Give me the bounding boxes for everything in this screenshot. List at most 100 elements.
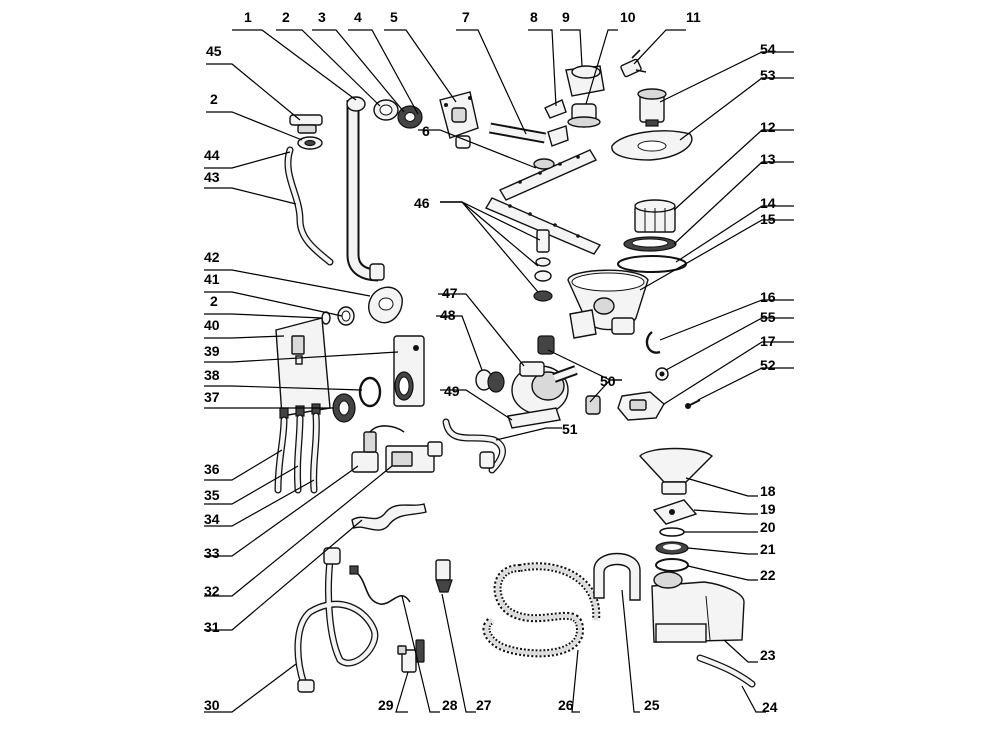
part-valve-33	[351, 425, 405, 473]
label-51: 51	[562, 421, 578, 437]
part-valve-9	[565, 65, 605, 97]
label-50: 50	[600, 373, 616, 389]
label-10: 10	[620, 9, 636, 25]
label-11: 11	[686, 9, 701, 25]
part-bushing-48	[475, 369, 505, 393]
label-7: 7	[462, 9, 470, 25]
label-23: 23	[760, 647, 776, 663]
label-24: 24	[762, 699, 778, 715]
label-49: 49	[444, 383, 460, 399]
label-47: 47	[442, 285, 458, 301]
label-16: 16	[760, 289, 776, 305]
label-40: 40	[204, 317, 220, 333]
label-55: 55	[760, 309, 776, 325]
part-heater-17	[617, 391, 665, 421]
part-cap-42	[368, 286, 403, 324]
label-6: 6	[422, 123, 430, 139]
label-46: 46	[414, 195, 430, 211]
part-wire-28	[349, 565, 411, 605]
label-15: 15	[760, 211, 776, 227]
label-34: 34	[204, 511, 220, 527]
label-20: 20	[760, 519, 776, 535]
part-valve-29	[397, 639, 425, 673]
part-ring-55	[655, 367, 669, 381]
part-chamber-39	[393, 335, 425, 407]
label-39: 39	[204, 343, 220, 359]
part-drain-hose-30	[294, 547, 379, 693]
part-ring-41	[337, 306, 355, 326]
label-44: 44	[204, 147, 220, 163]
label-54: 54	[760, 41, 776, 57]
label-37: 37	[204, 389, 220, 405]
label-21: 21	[760, 541, 776, 557]
part-ring-38	[358, 376, 382, 408]
label-22: 22	[760, 567, 776, 583]
part-ring-13	[623, 236, 677, 252]
part-clip-8	[544, 99, 569, 147]
part-ring-21	[655, 541, 689, 555]
part-ring-20	[659, 527, 685, 537]
part-dispenser-40	[275, 317, 331, 419]
part-cap-10	[567, 103, 601, 128]
part-tank-23	[651, 571, 745, 643]
label-35: 35	[204, 487, 220, 503]
part-corrugated-hose-26	[482, 562, 601, 658]
part-filter-12	[634, 199, 676, 233]
label-41: 41	[204, 271, 220, 287]
part-hose-51	[442, 418, 506, 474]
label-29: 29	[378, 697, 394, 713]
label-2-top: 2	[282, 9, 290, 25]
label-27: 27	[476, 697, 492, 713]
label-31: 31	[204, 619, 220, 635]
label-43: 43	[204, 169, 220, 185]
part-fitting-45	[289, 114, 323, 150]
part-clip-16	[645, 331, 661, 354]
part-spray-arm-46	[484, 149, 602, 302]
label-2-left-a: 2	[210, 91, 218, 107]
label-38: 38	[204, 367, 220, 383]
part-ring-22	[655, 558, 689, 572]
label-45: 45	[206, 43, 222, 59]
part-pump-47	[511, 361, 578, 415]
label-28: 28	[442, 697, 458, 713]
label-30: 30	[204, 697, 220, 713]
label-32: 32	[204, 583, 220, 599]
part-tube-7	[489, 122, 546, 144]
label-36: 36	[204, 461, 220, 477]
part-module-32	[385, 441, 443, 473]
label-12: 12	[760, 119, 776, 135]
label-42: 42	[204, 249, 220, 265]
label-48: 48	[440, 307, 456, 323]
part-plate-19	[652, 499, 698, 525]
label-14: 14	[760, 195, 776, 211]
label-1: 1	[244, 9, 252, 25]
label-52: 52	[760, 357, 776, 373]
label-3: 3	[318, 9, 326, 25]
part-funnel-18	[639, 447, 714, 495]
part-screw-52	[685, 399, 701, 409]
part-seal-37	[332, 393, 356, 423]
label-9: 9	[562, 9, 570, 25]
part-sump-15	[567, 269, 649, 339]
part-connector-27	[435, 559, 453, 593]
label-2-left-b: 2	[210, 293, 218, 309]
label-5: 5	[390, 9, 398, 25]
part-tube-43	[284, 146, 334, 266]
label-26: 26	[558, 697, 574, 713]
leader-lines	[204, 29, 794, 713]
part-labels: 1 2 3 4 5 7 8 9 10 11 45 2 44 43 6 54 53…	[204, 9, 778, 715]
part-hoses-36-35-34	[274, 412, 320, 494]
part-sleeve-50	[537, 335, 601, 415]
part-tube-24	[696, 654, 756, 688]
part-plate-53	[611, 130, 693, 161]
label-33: 33	[204, 545, 220, 561]
part-bracket-25	[593, 552, 641, 601]
part-distributor-5	[439, 91, 479, 149]
label-25: 25	[644, 697, 660, 713]
part-pipe-1	[346, 96, 385, 282]
label-18: 18	[760, 483, 776, 499]
label-13: 13	[760, 151, 776, 167]
label-17: 17	[760, 333, 776, 349]
label-4: 4	[354, 9, 362, 25]
